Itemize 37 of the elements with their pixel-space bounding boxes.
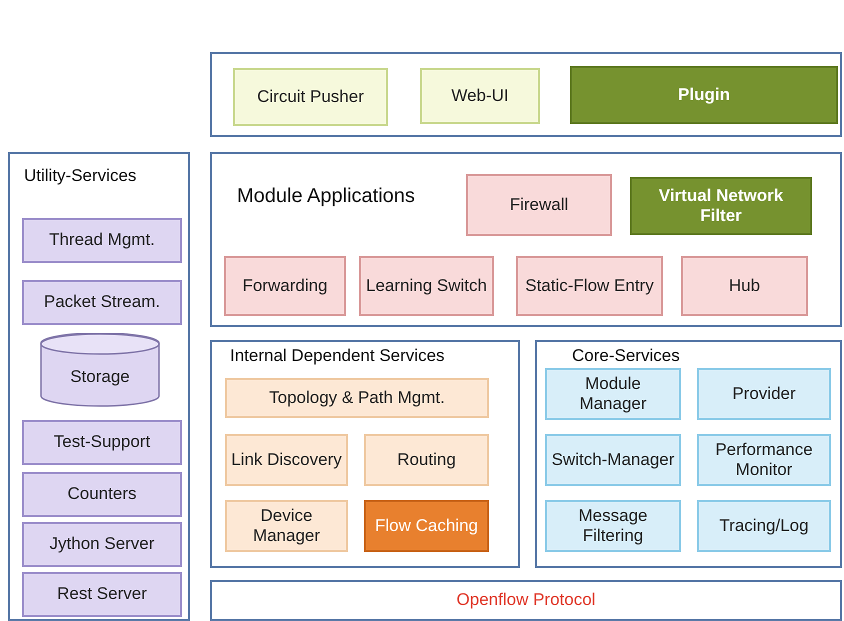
module-box: Module Manager bbox=[545, 368, 681, 420]
module-box: Plugin bbox=[570, 66, 838, 124]
module-box: Packet Stream. bbox=[22, 280, 182, 325]
module-box: Routing bbox=[364, 434, 489, 486]
module-box: Static-Flow Entry bbox=[516, 256, 663, 316]
module-box: Provider bbox=[697, 368, 831, 420]
module-box: Rest Server bbox=[22, 572, 182, 617]
module-box: Link Discovery bbox=[225, 434, 348, 486]
module-box: Tracing/Log bbox=[697, 500, 831, 552]
section-title: Utility-Services bbox=[24, 166, 136, 186]
section-title: Module Applications bbox=[237, 184, 415, 208]
module-box: Performance Monitor bbox=[697, 434, 831, 486]
module-box: Thread Mgmt. bbox=[22, 218, 182, 263]
layer-panel bbox=[210, 152, 842, 327]
layer-panel bbox=[210, 340, 520, 568]
protocol-layer: Openflow Protocol bbox=[210, 580, 842, 621]
module-box: Hub bbox=[681, 256, 808, 316]
storage-cylinder: Storage bbox=[40, 333, 160, 407]
module-box: Circuit Pusher bbox=[233, 68, 388, 126]
module-box: Message Filtering bbox=[545, 500, 681, 552]
module-box: Web-UI bbox=[420, 68, 540, 124]
module-box: Jython Server bbox=[22, 522, 182, 567]
module-box: Counters bbox=[22, 472, 182, 517]
module-box: Switch-Manager bbox=[545, 434, 681, 486]
module-box: Virtual Network Filter bbox=[630, 177, 812, 235]
section-title: Core-Services bbox=[572, 346, 680, 366]
module-box: Forwarding bbox=[224, 256, 346, 316]
layer-panel bbox=[210, 52, 842, 137]
module-box: Test-Support bbox=[22, 420, 182, 465]
layer-panel bbox=[535, 340, 842, 568]
layer-panel bbox=[8, 152, 190, 621]
module-box: Firewall bbox=[466, 174, 612, 236]
module-box: Flow Caching bbox=[364, 500, 489, 552]
module-box: Topology & Path Mgmt. bbox=[225, 378, 489, 418]
module-box: Learning Switch bbox=[359, 256, 494, 316]
section-title: Internal Dependent Services bbox=[230, 346, 445, 366]
module-box: Device Manager bbox=[225, 500, 348, 552]
